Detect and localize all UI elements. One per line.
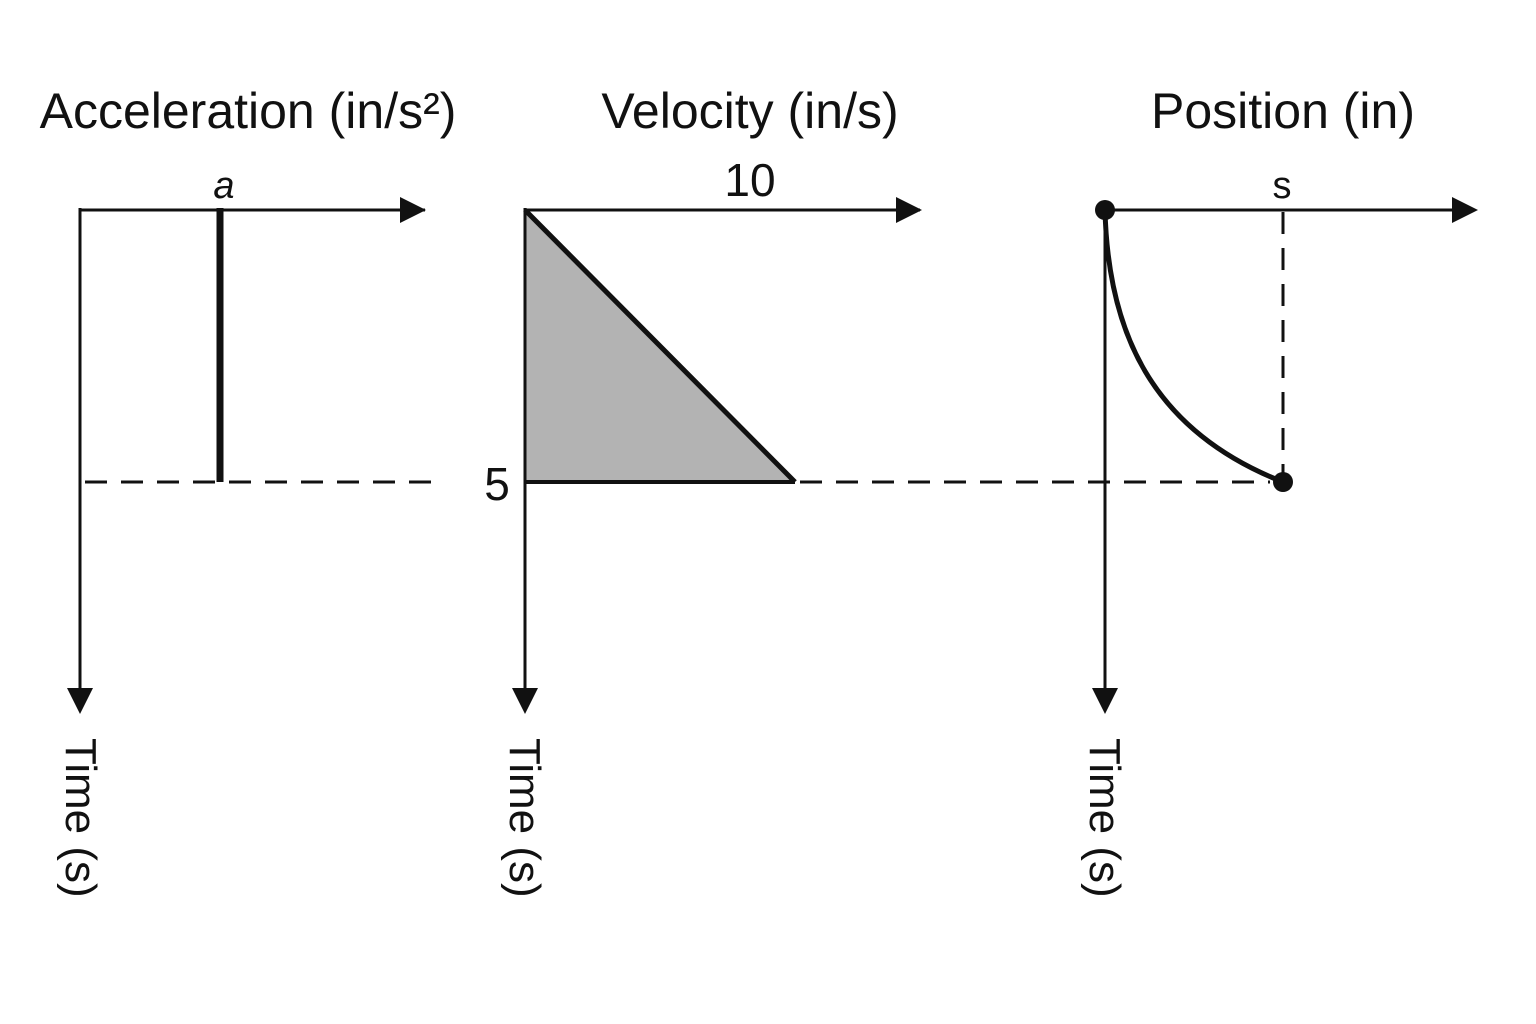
position-end-point (1273, 472, 1293, 492)
velocity-horizontal-arrow-icon (896, 197, 922, 223)
position-start-point (1095, 200, 1115, 220)
position-time-label: Time (s) (1080, 738, 1129, 898)
velocity-time-arrow-icon (512, 688, 538, 714)
velocity-title: Velocity (in/s) (601, 83, 898, 139)
position-time-arrow-icon (1092, 688, 1118, 714)
position-horizontal-arrow-icon (1452, 197, 1478, 223)
acceleration-panel: Acceleration (in/s²) a Time (s) (40, 83, 457, 898)
position-curve (1102, 209, 1284, 485)
velocity-time-tick-label: 5 (484, 458, 510, 510)
acceleration-time-arrow-icon (67, 688, 93, 714)
acceleration-title: Acceleration (in/s²) (40, 83, 457, 139)
acceleration-variable-label: a (213, 165, 234, 207)
position-title: Position (in) (1151, 83, 1415, 139)
velocity-panel: Velocity (in/s) 10 5 Time (s) (484, 83, 922, 898)
velocity-max-label: 10 (724, 154, 775, 206)
position-panel: Position (in) s Time (s) (1080, 83, 1478, 898)
position-variable-label: s (1273, 165, 1292, 207)
acceleration-time-label: Time (s) (56, 738, 105, 898)
velocity-time-label: Time (s) (500, 738, 549, 898)
velocity-curve (523, 208, 797, 484)
acceleration-horizontal-arrow-icon (400, 197, 426, 223)
